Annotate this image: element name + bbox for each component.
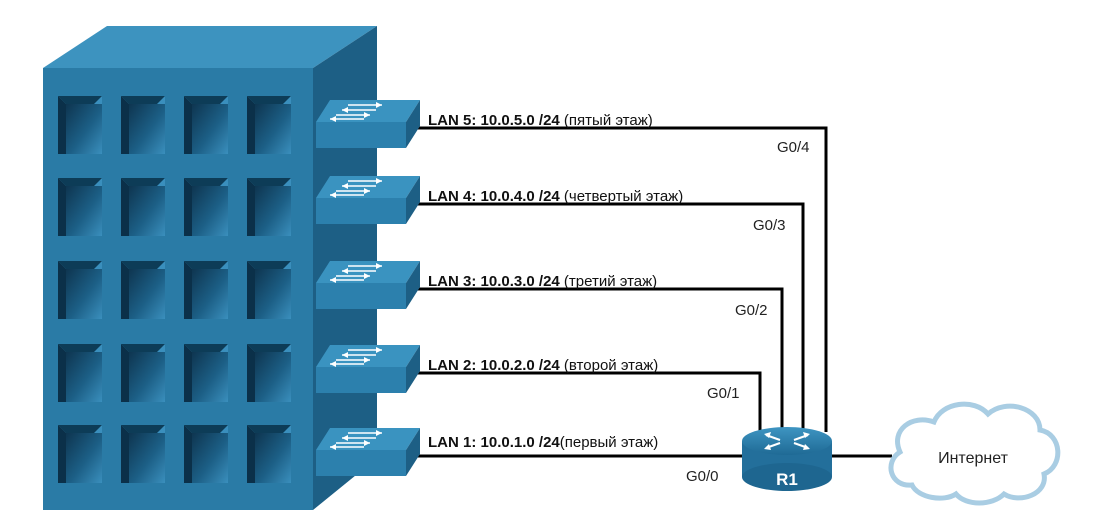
switch-icon: [316, 261, 420, 309]
lan2-label: LAN 2: 10.0.2.0 /24 (второй этаж): [428, 357, 658, 374]
window: [184, 425, 228, 483]
lan3-label: LAN 3: 10.0.3.0 /24 (третий этаж): [428, 273, 657, 290]
router-arrows: [764, 432, 810, 450]
router-icon: R1: [742, 427, 832, 491]
window: [247, 261, 291, 319]
lan4-label: LAN 4: 10.0.4.0 /24 (четвертый этаж): [428, 188, 683, 205]
window: [184, 261, 228, 319]
window: [121, 178, 165, 236]
link-lan2: [405, 371, 762, 432]
window: [247, 344, 291, 402]
switch-icon: [316, 428, 420, 476]
window: [121, 344, 165, 402]
window: [184, 344, 228, 402]
window: [58, 261, 102, 319]
port-g0-3-label: G0/3: [753, 217, 786, 234]
building: [43, 26, 377, 510]
window: [121, 261, 165, 319]
window: [247, 425, 291, 483]
window: [58, 344, 102, 402]
building-top: [43, 26, 377, 68]
window: [184, 96, 228, 154]
lan5-label: LAN 5: 10.0.5.0 /24 (пятый этаж): [428, 112, 653, 129]
port-labels: G0/4 G0/3 G0/2 G0/1 G0/0: [686, 139, 810, 485]
window: [247, 96, 291, 154]
port-g0-0-label: G0/0: [686, 468, 719, 485]
router-label: R1: [776, 470, 798, 489]
switches: [316, 100, 420, 476]
window: [184, 178, 228, 236]
link-lan3: [405, 287, 784, 432]
cloud-label: Интернет: [938, 450, 1008, 467]
cloud-icon: Интернет: [888, 401, 1061, 506]
window: [58, 96, 102, 154]
window: [58, 425, 102, 483]
window: [121, 425, 165, 483]
links: [405, 126, 892, 458]
window: [247, 178, 291, 236]
link-lan5: [405, 126, 828, 432]
switch-icon: [316, 345, 420, 393]
building-windows: [58, 96, 291, 483]
switch-icon: [316, 100, 420, 148]
switch-icon: [316, 176, 420, 224]
lan1-label: LAN 1: 10.0.1.0 /24(первый этаж): [428, 434, 658, 451]
port-g0-2-label: G0/2: [735, 302, 768, 319]
lan-labels: LAN 5: 10.0.5.0 /24 (пятый этаж) LAN 4: …: [428, 112, 683, 451]
window: [58, 178, 102, 236]
port-g0-1-label: G0/1: [707, 385, 740, 402]
window: [121, 96, 165, 154]
port-g0-4-label: G0/4: [777, 139, 810, 156]
link-lan4: [405, 202, 805, 432]
